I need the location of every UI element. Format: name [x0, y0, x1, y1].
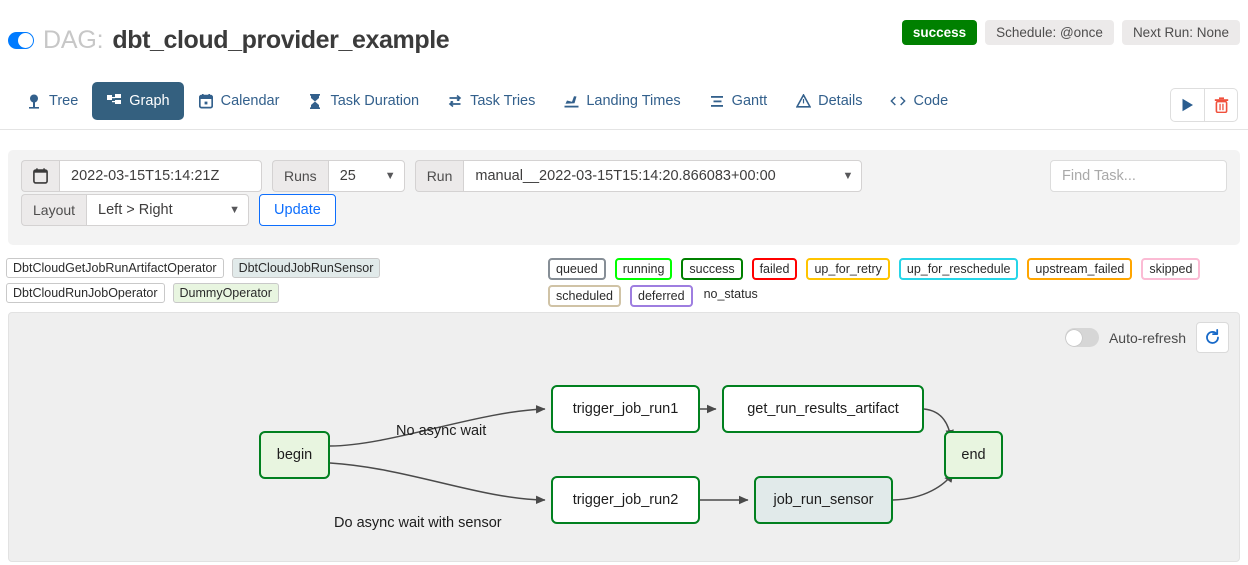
tab-gantt[interactable]: Gantt	[695, 82, 781, 120]
refresh-button[interactable]	[1196, 322, 1229, 353]
status-legend-item[interactable]: running	[614, 258, 673, 280]
num-runs-group: Runs 25 ▼	[272, 160, 405, 192]
schedule-badge: Schedule: @once	[985, 20, 1114, 45]
trash-icon	[1214, 97, 1228, 113]
graph-edges	[329, 404, 954, 505]
operator-legend-item[interactable]: DbtCloudRunJobOperator	[6, 283, 165, 303]
run-value: manual__2022-03-15T15:14:20.866083+00:00	[475, 168, 776, 184]
status-legend-item[interactable]: failed	[751, 258, 798, 280]
chevron-down-icon: ▼	[384, 170, 396, 182]
calendar-icon	[198, 93, 214, 109]
tab-label: Gantt	[731, 93, 768, 109]
code-icon	[890, 93, 907, 109]
layout-value: Left > Right	[98, 202, 173, 218]
calendar-icon	[33, 168, 48, 184]
dag-title: DAG: dbt_cloud_provider_example	[8, 26, 450, 55]
find-task-input[interactable]: Find Task...	[1050, 160, 1227, 192]
tab-graph[interactable]: Graph	[92, 82, 184, 120]
tab-label: Task Tries	[470, 93, 536, 109]
tab-label: Task Duration	[330, 93, 420, 109]
filter-toolbar: 2022-03-15T15:14:21Z Runs 25 ▼ Run manua…	[8, 150, 1240, 245]
num-runs-select[interactable]: 25 ▼	[327, 160, 405, 192]
status-legend-item[interactable]: no_status	[703, 287, 758, 301]
warning-icon	[795, 93, 811, 109]
status-legend-item[interactable]: up_for_retry	[806, 258, 890, 280]
graph-canvas[interactable]: begin trigger_job_run1 get_run_results_art…	[9, 313, 1239, 561]
next-run-badge: Next Run: None	[1121, 20, 1240, 45]
tab-label: Graph	[129, 93, 170, 109]
update-button[interactable]: Update	[259, 194, 336, 226]
operator-legend-item[interactable]: DbtCloudGetJobRunArtifactOperator	[6, 258, 224, 278]
run-label: Run	[414, 160, 464, 192]
tab-label: Tree	[49, 93, 79, 109]
status-legend-item[interactable]: deferred	[630, 285, 693, 307]
auto-refresh-toggle[interactable]	[1064, 328, 1099, 347]
gantt-icon	[709, 93, 725, 109]
auto-refresh-label: Auto-refresh	[1108, 329, 1186, 346]
status-legend: queued running success failed up_for_retry up…	[548, 258, 1248, 307]
tab-code[interactable]: Code	[876, 82, 962, 120]
dag-name: dbt_cloud_provider_example	[112, 26, 450, 54]
calendar-button[interactable]	[21, 160, 59, 192]
graph-panel: Auto-refresh	[8, 312, 1240, 562]
graph-edge-label: Do async wait with sensor	[334, 515, 502, 531]
status-legend-item[interactable]: up_for_reschedule	[898, 258, 1019, 280]
delete-dag-button[interactable]	[1204, 88, 1238, 122]
tab-calendar[interactable]: Calendar	[184, 82, 294, 120]
tab-details[interactable]: Details	[781, 82, 876, 120]
base-date-group: 2022-03-15T15:14:21Z	[21, 160, 262, 192]
landing-icon	[563, 93, 579, 109]
graph-toolbar: Auto-refresh	[1064, 322, 1229, 353]
tab-label: Code	[913, 93, 949, 109]
graph-node-begin[interactable]: begin	[259, 431, 330, 479]
play-icon	[1182, 98, 1193, 112]
layout-select[interactable]: Left > Right ▼	[86, 194, 250, 226]
operator-legend-item[interactable]: DbtCloudJobRunSensor	[231, 258, 381, 278]
header-badges: success Schedule: @once Next Run: None	[901, 20, 1240, 45]
refresh-icon	[1206, 329, 1219, 344]
layout-label: Layout	[21, 194, 87, 226]
dag-pause-toggle[interactable]	[8, 32, 34, 49]
graph-node-end[interactable]: end	[944, 431, 1003, 479]
base-date-input[interactable]: 2022-03-15T15:14:21Z	[59, 160, 262, 192]
status-legend-item[interactable]: queued	[548, 258, 606, 280]
tab-landing-times[interactable]: Landing Times	[549, 82, 694, 120]
graph-node-trigger_job_run2[interactable]: trigger_job_run2	[551, 476, 700, 524]
dag-actions	[1170, 88, 1238, 122]
run-select[interactable]: manual__2022-03-15T15:14:20.866083+00:00…	[463, 160, 863, 192]
layout-group: Layout Left > Right ▼	[21, 194, 250, 226]
status-legend-item[interactable]: scheduled	[548, 285, 621, 307]
chevron-down-icon: ▼	[842, 170, 854, 182]
status-legend-item[interactable]: success	[681, 258, 743, 280]
graph-node-get_run_results_artifact[interactable]: get_run_results_artifact	[722, 385, 924, 433]
status-legend-item[interactable]: skipped	[1141, 258, 1201, 280]
graph-node-trigger_job_run1[interactable]: trigger_job_run1	[551, 385, 700, 433]
page-header: DAG: dbt_cloud_provider_example success …	[0, 0, 1248, 74]
status-legend-item[interactable]: upstream_failed	[1027, 258, 1133, 280]
run-group: Run manual__2022-03-15T15:14:20.866083+0…	[414, 160, 863, 192]
graph-edge-label: No async wait	[396, 423, 487, 439]
tab-task-tries[interactable]: Task Tries	[433, 82, 549, 120]
retry-icon	[447, 93, 463, 109]
dag-label: DAG:	[43, 26, 104, 54]
tab-label: Details	[818, 93, 863, 109]
tab-tree[interactable]: Tree	[12, 82, 92, 120]
num-runs-value: 25	[339, 168, 356, 184]
dag-nav-tabs: Tree Graph Calendar Task Duration	[0, 82, 1248, 130]
tree-icon	[26, 93, 42, 109]
graph-node-job_run_sensor[interactable]: job_run_sensor	[754, 476, 893, 524]
tab-task-duration[interactable]: Task Duration	[293, 82, 433, 120]
status-badge: success	[901, 20, 978, 45]
chevron-down-icon: ▼	[229, 204, 241, 216]
hourglass-icon	[307, 93, 323, 109]
graph-icon	[106, 93, 122, 109]
trigger-dag-button[interactable]	[1170, 88, 1204, 122]
operator-legend-item[interactable]: DummyOperator	[172, 283, 279, 303]
num-runs-label: Runs	[272, 160, 328, 192]
tab-label: Landing Times	[586, 93, 681, 109]
tab-label: Calendar	[220, 93, 280, 109]
